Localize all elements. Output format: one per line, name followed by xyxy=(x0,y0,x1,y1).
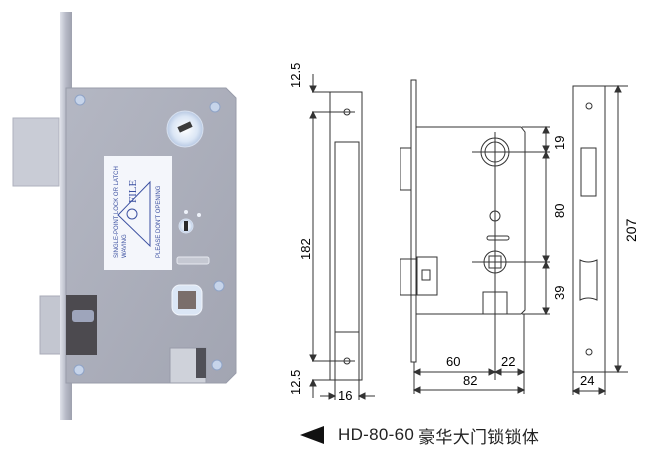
dim-strike-height: 207 xyxy=(623,218,639,242)
lock-photo: SINGLE-POINT LOCK OR LATCH WAVING PLEASE… xyxy=(0,0,280,458)
product-description: 豪华大门锁锁体 xyxy=(418,427,540,447)
faceplate-drawing: 12.5 182 12.5 16 xyxy=(280,60,390,420)
svg-text:WAVING: WAVING xyxy=(122,234,128,258)
dim-backset: 60 xyxy=(446,354,461,369)
dim-depth: 82 xyxy=(463,373,478,388)
dim-right-edge: 22 xyxy=(501,354,516,369)
dim-strike-width: 24 xyxy=(580,373,595,388)
svg-text:PLEASE DON'T OPENING: PLEASE DON'T OPENING xyxy=(156,185,162,258)
deadbolt xyxy=(12,117,60,187)
dim-top-offset: 12.5 xyxy=(288,62,303,88)
model-number: HD-80-60 xyxy=(338,425,415,444)
left-arrow-icon xyxy=(300,426,324,444)
lock-body-drawing: 19 80 39 60 22 82 xyxy=(399,70,570,400)
dim-faceplate-width: 16 xyxy=(338,388,353,403)
caption: HD-80-60 豪华大门锁锁体 xyxy=(300,420,539,450)
warning-label xyxy=(104,156,172,270)
strike-plate-drawing: 207 24 xyxy=(560,70,670,400)
dim-bottom-offset: 12.5 xyxy=(288,369,303,395)
dim-hole-spacing: 182 xyxy=(298,238,313,260)
svg-text:SINGLE-POINT LOCK OR LATCH: SINGLE-POINT LOCK OR LATCH xyxy=(114,166,120,258)
